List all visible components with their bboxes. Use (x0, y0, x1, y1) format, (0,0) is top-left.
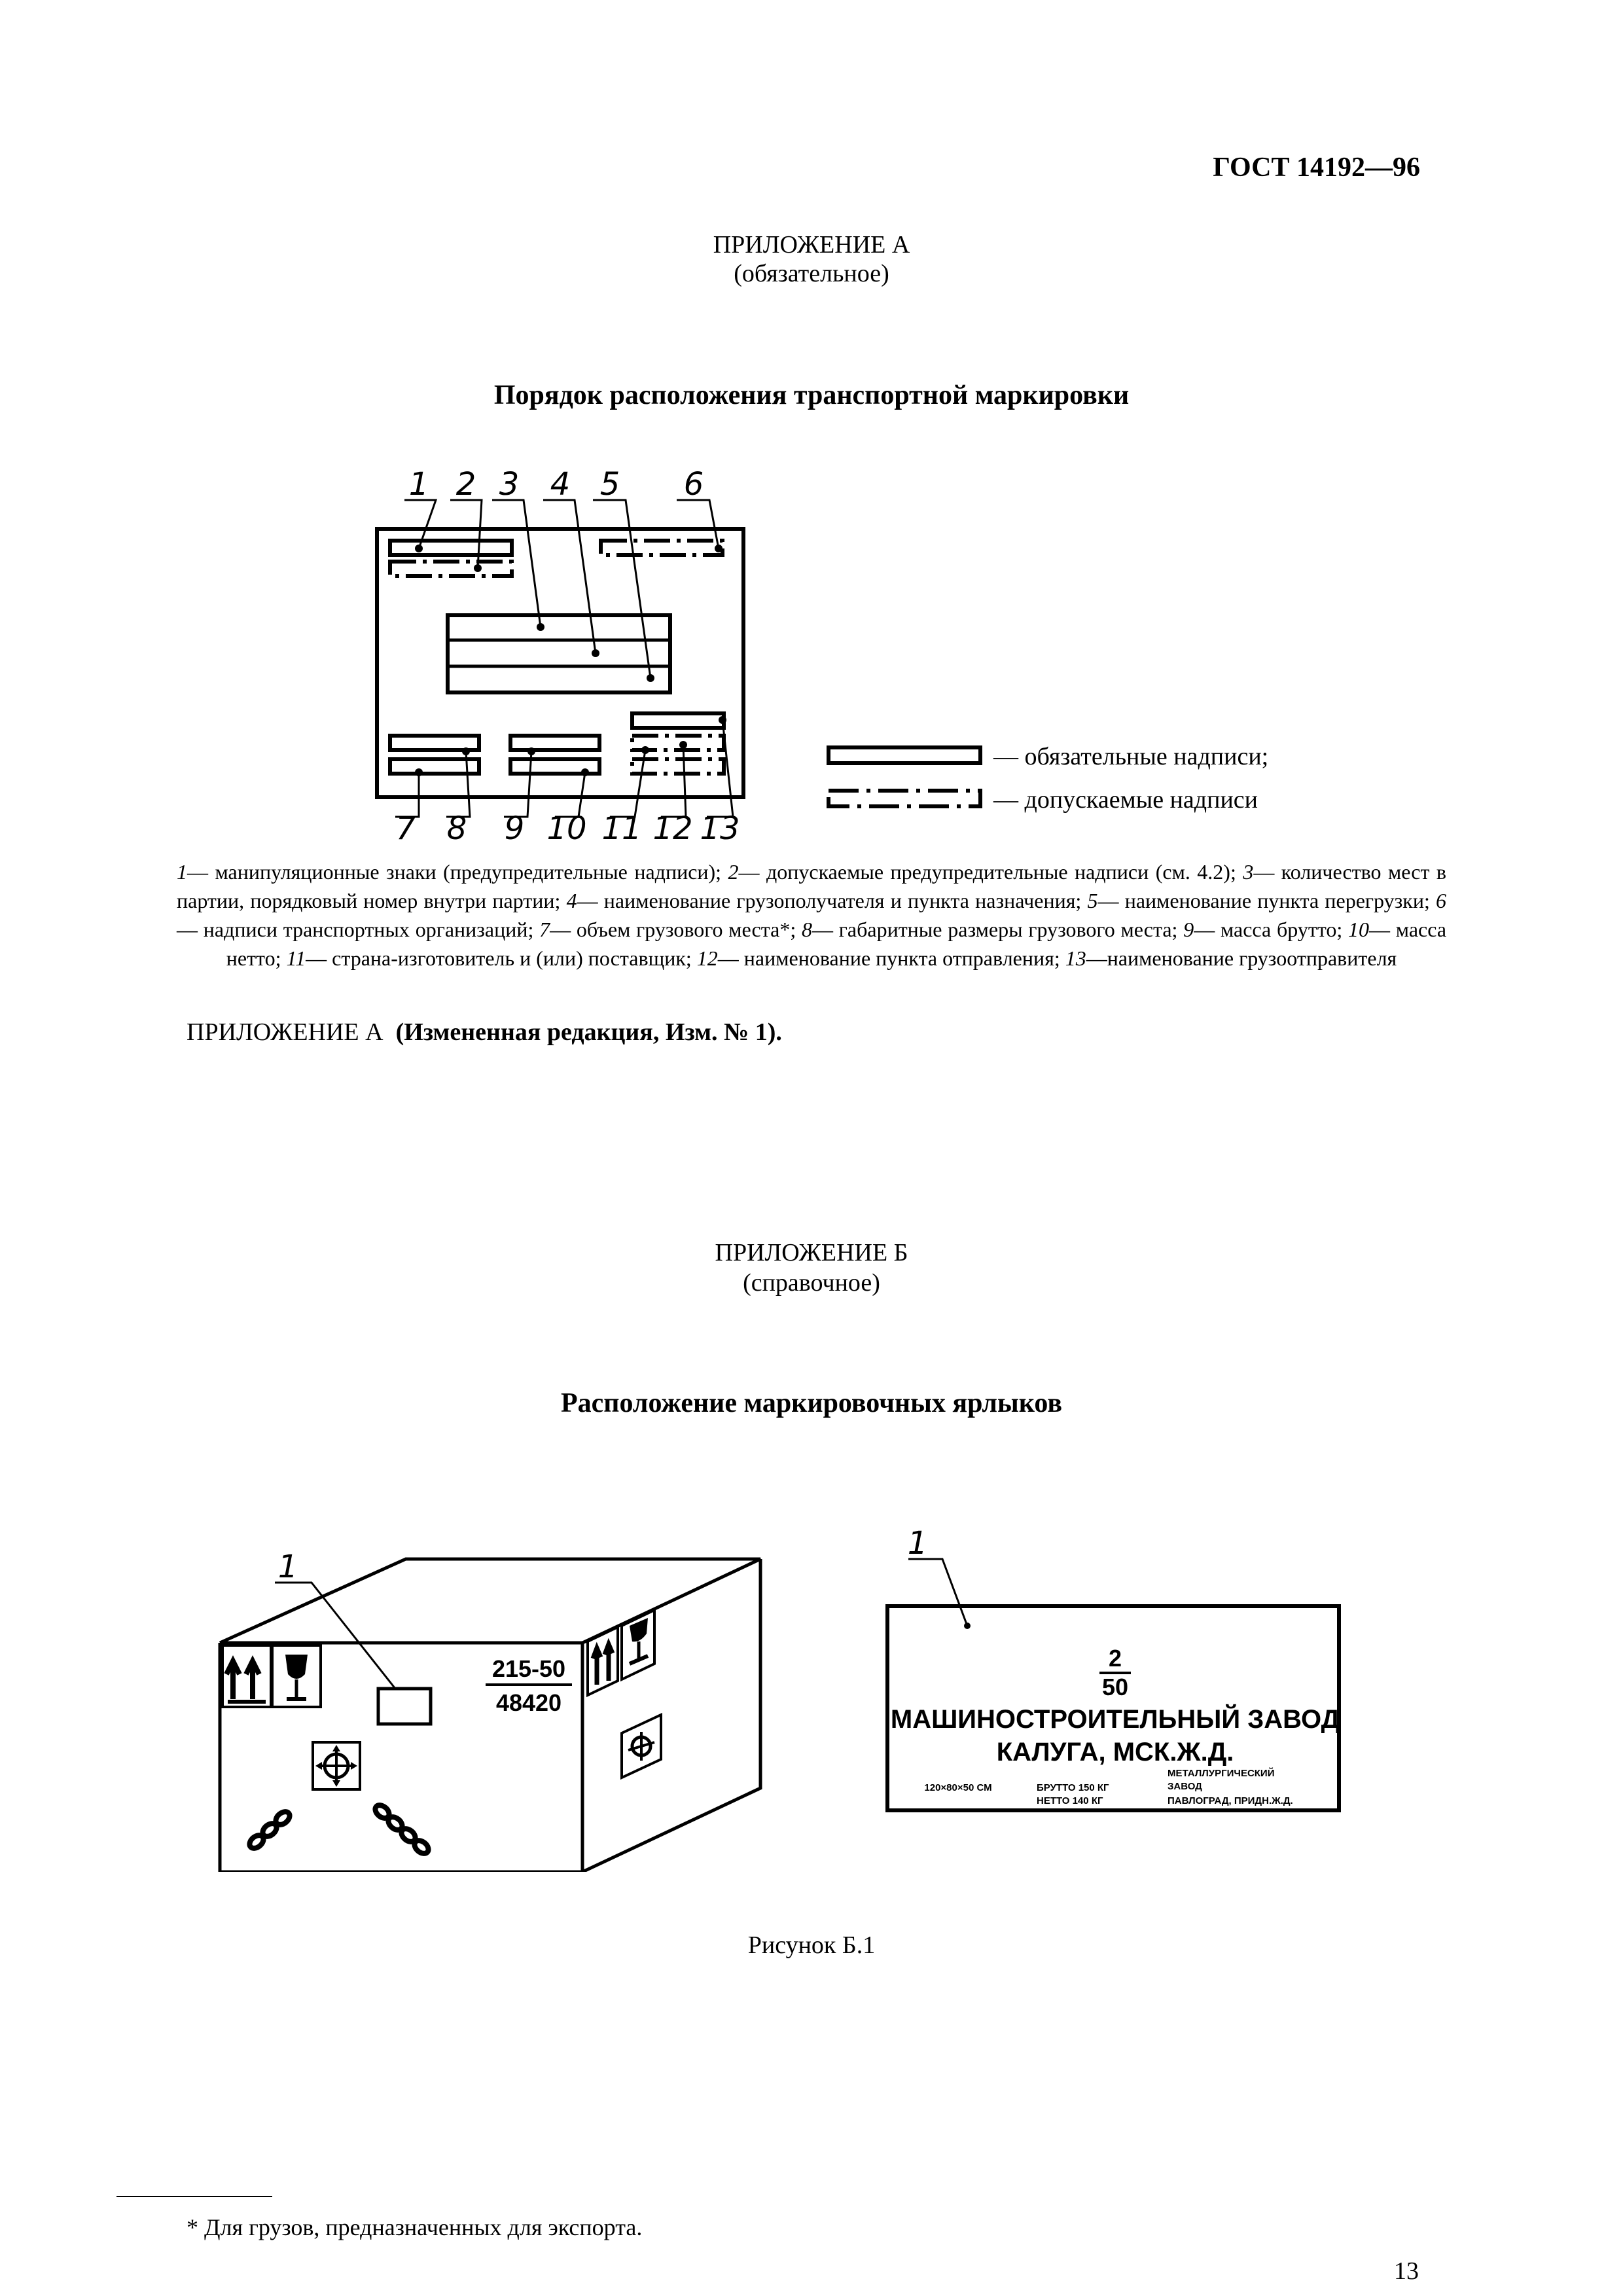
cargo-box (218, 1557, 762, 1872)
legend-mandatory-text: — обязательные надписи; (993, 743, 1268, 770)
field-9 (508, 734, 601, 752)
legend-allowed-text: — допускаемые надписи (993, 786, 1258, 814)
legend-mandatory-symbol (827, 745, 982, 765)
field-11 (630, 711, 726, 730)
footnote-rule (116, 2196, 272, 2197)
label-fraction-bottom: 50 (1102, 1674, 1128, 1700)
callout-10: 10 (546, 810, 586, 847)
field-1 (388, 539, 514, 557)
callout-13: 13 (700, 810, 740, 847)
field-8 (388, 757, 481, 776)
field-7 (388, 734, 481, 752)
sling-here-icon (247, 1803, 431, 1856)
label-dimensions: 120×80×50 СМ (924, 1782, 991, 1793)
side-center-of-gravity-icon (620, 1712, 662, 1780)
box-code-top: 215-50 (492, 1655, 565, 1682)
field-12 (630, 734, 726, 752)
callout-2: 2 (456, 466, 476, 503)
field-2 (388, 560, 514, 578)
callout-1: 1 (409, 466, 429, 503)
label-consignee: МАШИНОСТРОИТЕЛЬНЫЙ ЗАВОД (891, 1704, 1340, 1734)
box-code-bottom: 48420 (496, 1689, 562, 1716)
callout-11: 11 (601, 810, 641, 847)
label-callout-1: 1 (908, 1525, 928, 1562)
callout-3: 3 (499, 466, 520, 503)
callout-5: 5 (600, 466, 620, 503)
center-block (446, 613, 672, 694)
figure-caption: Рисунок Б.1 (747, 1931, 876, 1959)
appendix-b-status: (справочное) (743, 1269, 880, 1297)
marking-label-card (885, 1604, 1341, 1812)
appendix-a-heading: Порядок расположения транспортной маркир… (493, 380, 1130, 410)
callout-8: 8 (447, 810, 467, 847)
marking-layout-diagram: 1 2 3 4 5 6 7 8 9 10 11 12 13 — обязател… (375, 466, 1268, 847)
callout-4: 4 (550, 466, 571, 503)
appendix-a-title: ПРИЛОЖЕНИЕ А (713, 231, 910, 259)
fragile-icon (271, 1644, 322, 1708)
callout-7: 7 (396, 810, 416, 847)
appendix-b-title: ПРИЛОЖЕНИЕ Б (715, 1239, 908, 1266)
label-fraction-top: 2 (1109, 1645, 1122, 1672)
callout-6: 6 (684, 466, 704, 503)
label-gross: БРУТТО 150 КГ (1037, 1782, 1109, 1793)
page-number: 13 (1394, 2257, 1419, 2285)
side-this-way-up-icon (586, 1624, 619, 1698)
appendix-a-status: (обязательное) (734, 260, 889, 287)
field-13 (630, 757, 726, 776)
label-destination: КАЛУГА, МСК.Ж.Д. (997, 1738, 1234, 1767)
label-sender-3: ПАВЛОГРАД, ПРИДН.Ж.Д. (1168, 1795, 1293, 1806)
appendix-b-heading: Расположение маркировочных ярлыков (560, 1388, 1063, 1418)
side-fragile-icon (620, 1607, 656, 1682)
legend-allowed-symbol (827, 789, 982, 808)
label-sender-2: ЗАВОД (1168, 1781, 1202, 1792)
label-net: НЕТТО 140 КГ (1037, 1795, 1103, 1806)
marking-label (376, 1687, 433, 1726)
callout-9: 9 (505, 810, 525, 847)
this-way-up-icon (221, 1644, 272, 1708)
figure-b1: 1 215-50 48420 (218, 1525, 1341, 1872)
amendment-note: ПРИЛОЖЕНИЕ А (Измененная редакция, Изм. … (187, 1018, 782, 1046)
package-outline (375, 527, 745, 799)
callout-12: 12 (652, 810, 692, 847)
diagram-legend: 1— манипуляционные знаки (предупредитель… (177, 860, 1447, 970)
field-6 (599, 539, 724, 557)
standard-number: ГОСТ 14192—96 (1213, 152, 1420, 183)
center-of-gravity-icon (312, 1741, 361, 1791)
box-callout-1: 1 (278, 1549, 298, 1585)
footnote: * Для грузов, предназначенных для экспор… (187, 2214, 643, 2240)
label-sender-1: МЕТАЛЛУРГИЧЕСКИЙ (1168, 1767, 1275, 1779)
field-10 (508, 757, 601, 776)
